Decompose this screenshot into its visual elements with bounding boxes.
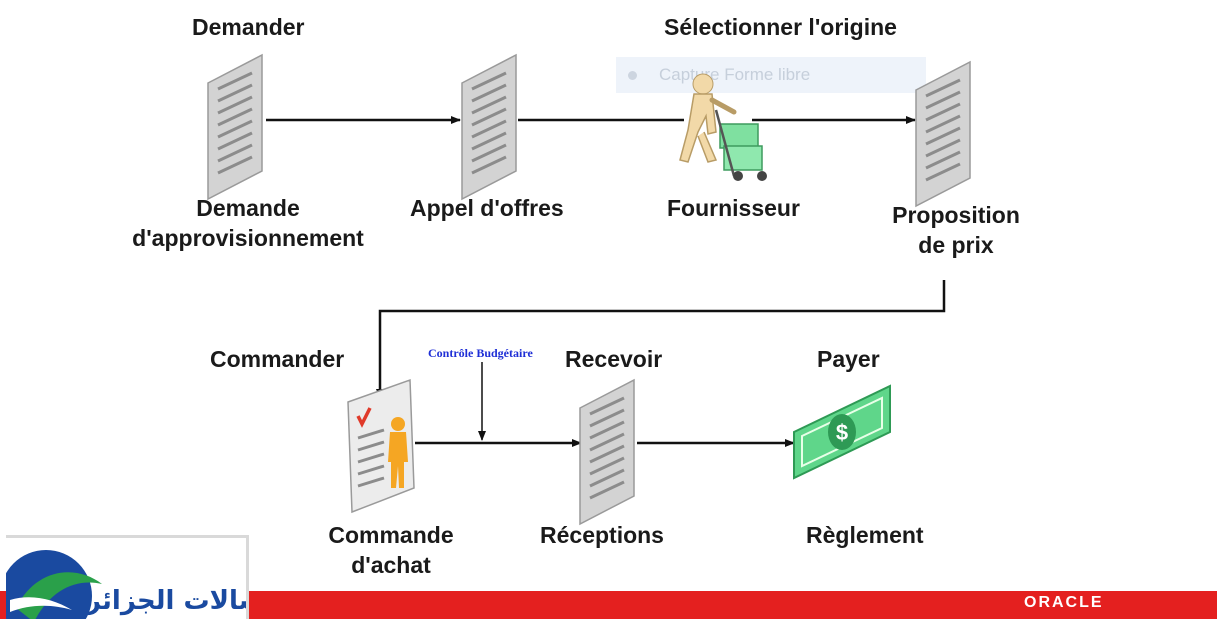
node-reglement: Règlement [806,522,924,548]
node-proposition-prix: Proposition de prix [880,200,1032,260]
company-logo: اتصالات الجزائر [6,535,249,619]
stage-commander: Commander [210,346,345,372]
purchase-order-icon [347,378,415,514]
node-label-line: Demande [196,195,300,221]
node-label-line: de prix [918,232,994,258]
budget-control-note: Contrôle Budgétaire [428,346,533,360]
document-icon [915,60,971,208]
bullet-icon [628,71,637,81]
node-demande-approvisionnement: Demande d'approvisionnement [110,193,386,253]
document-icon [579,378,635,526]
connector-arrow-icon [376,280,946,399]
node-label-line: d'approvisionnement [132,225,364,251]
stage-recevoir: Recevoir [565,346,663,372]
node-appel-offres: Appel d'offres [410,195,564,221]
node-label-line: Proposition [892,202,1020,228]
stage-selectionner-origine: Sélectionner l'origine [664,14,897,40]
supplier-icon [679,73,767,181]
document-icon [207,53,263,201]
svg-text:$: $ [836,420,848,445]
stage-payer: Payer [817,346,880,372]
stage-demander: Demander [192,14,305,40]
oracle-logo: ORACLE [1024,594,1104,611]
logo-text: اتصالات الجزائر [86,586,246,616]
node-label-line: d'achat [351,552,431,578]
node-label-line: Commande [328,522,454,548]
money-icon: $ [793,384,891,480]
node-fournisseur: Fournisseur [667,195,800,221]
document-icon [461,53,517,201]
node-commande-achat: Commande d'achat [316,520,466,580]
logo-emblem-icon [6,550,102,619]
node-receptions: Réceptions [540,522,664,548]
